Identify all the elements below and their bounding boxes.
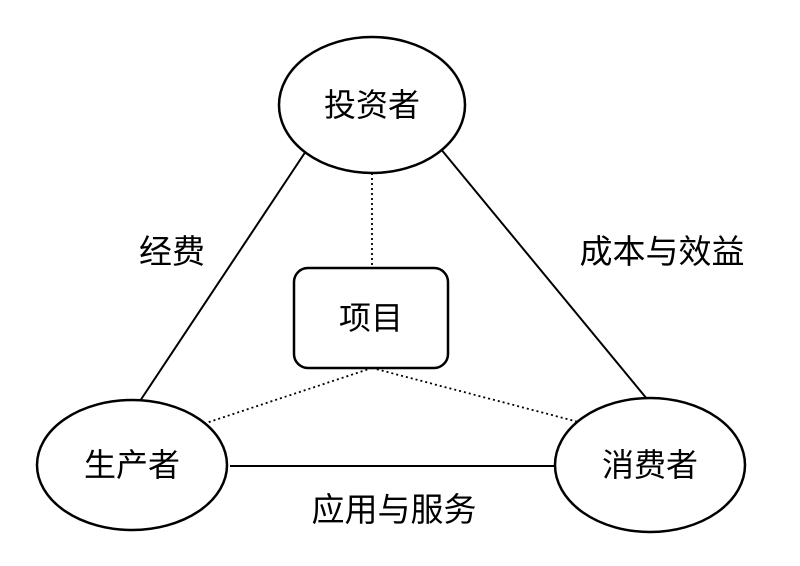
node-producer: [35, 398, 229, 532]
node-consumer: [553, 396, 747, 534]
dotted-link-project-producer: [199, 367, 373, 426]
node-project-box: [292, 266, 450, 370]
node-consumer-label: 消费者: [602, 446, 698, 484]
edge-label-funding: 经费: [139, 232, 205, 271]
edge-investor-consumer: [439, 147, 653, 406]
edge-investor-producer: [135, 147, 309, 408]
edge-label-cost-benefit: 成本与效益: [580, 232, 745, 271]
dotted-link-project-consumer: [371, 367, 591, 426]
node-producer-label: 生产者: [84, 446, 180, 484]
edge-label-application-service: 应用与服务: [312, 490, 477, 529]
node-investor-label: 投资者: [324, 86, 420, 124]
node-investor: [277, 35, 467, 175]
node-project-label: 项目: [339, 299, 403, 337]
